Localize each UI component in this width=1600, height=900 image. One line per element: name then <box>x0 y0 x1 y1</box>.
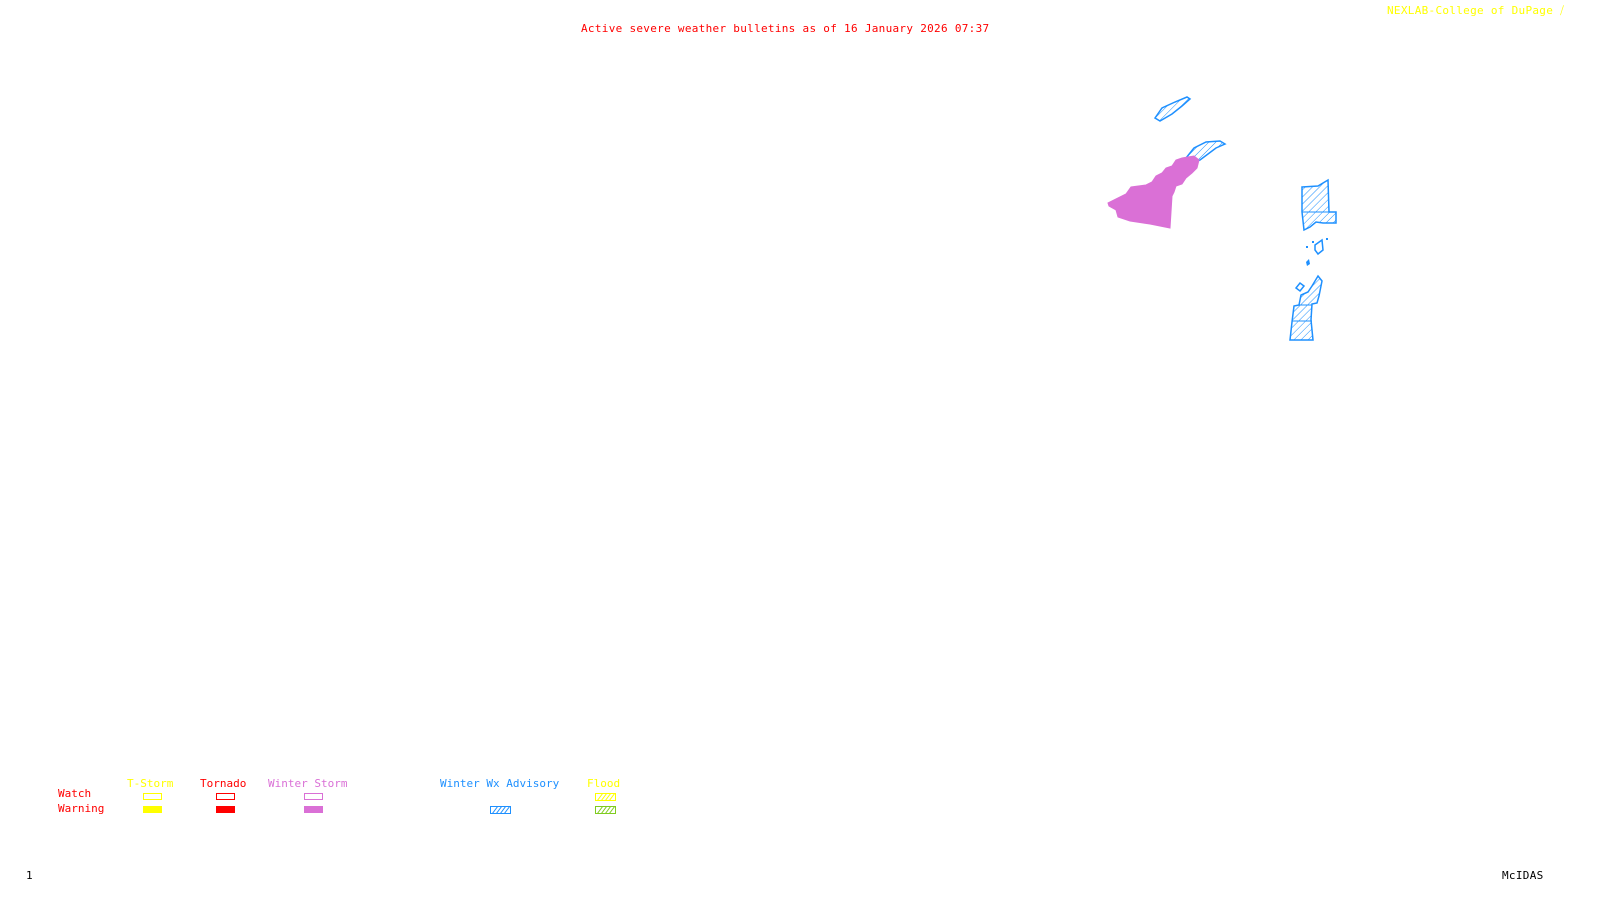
winter-storm-warning-area <box>1107 155 1200 229</box>
advisory-area-islet-2 <box>1294 281 1306 293</box>
legend-swatch-winter-storm-warning <box>304 806 323 813</box>
advisory-speck-3 <box>1306 246 1308 248</box>
legend-row-watch: Watch <box>58 787 92 800</box>
credit-label: NEXLAB-College of DuPage ⧸ <box>1387 5 1564 17</box>
legend-heading-tstorm: T-Storm <box>127 777 174 790</box>
legend-swatch-tstorm-warning <box>143 806 162 813</box>
legend-swatch-winter-wx-advisory <box>490 806 511 814</box>
legend-swatch-tornado-warning <box>216 806 235 813</box>
frame-number: 1 <box>26 869 33 882</box>
advisory-area-east-south <box>1289 274 1323 341</box>
legend-heading-flood: Flood <box>587 777 621 790</box>
legend-swatch-flood-watch <box>595 793 616 801</box>
legend-swatch-tornado-watch <box>216 793 235 800</box>
advisory-area-islet-1 <box>1314 238 1324 256</box>
advisory-speck-4 <box>1306 259 1310 266</box>
legend-row-warning: Warning <box>58 802 105 815</box>
legend-heading-winter-wx-advisory: Winter Wx Advisory <box>440 777 560 790</box>
legend-heading-tornado: Tornado <box>200 777 247 790</box>
legend-swatch-flood-warning <box>595 806 616 814</box>
map-title: Active severe weather bulletins as of 16… <box>581 22 990 35</box>
credit-mark-icon: ⧸ <box>1560 4 1565 17</box>
advisory-area-east-north <box>1301 178 1337 232</box>
advisory-speck-2 <box>1326 238 1328 240</box>
legend-heading-winter-storm: Winter Storm <box>268 777 348 790</box>
advisory-area-island <box>1153 96 1192 122</box>
legend-swatch-winter-storm-watch <box>304 793 323 800</box>
advisory-speck-1 <box>1312 241 1314 243</box>
software-label: McIDAS <box>1502 869 1544 882</box>
legend-swatch-tstorm-watch <box>143 793 162 800</box>
credit-text: NEXLAB-College of DuPage <box>1387 4 1554 17</box>
